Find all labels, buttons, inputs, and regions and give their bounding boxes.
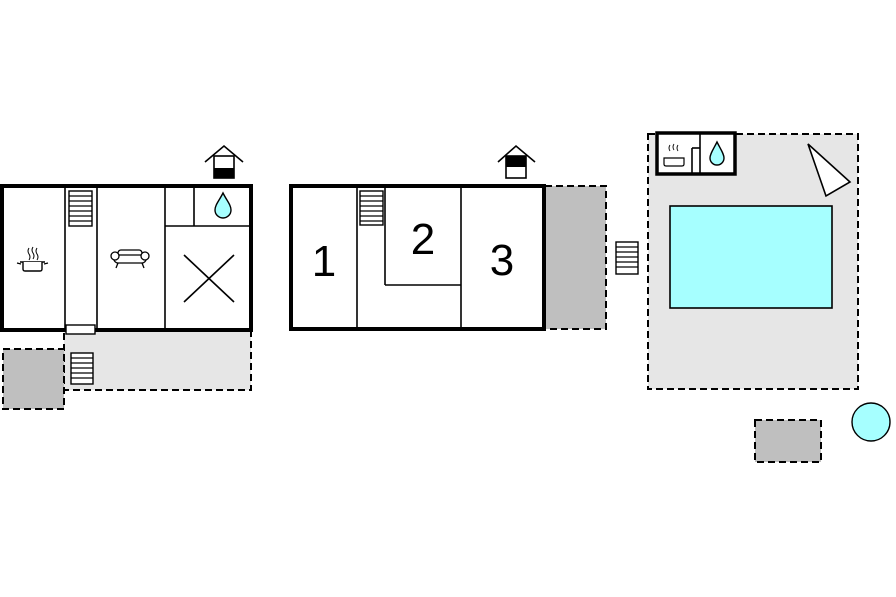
pool-icon [669, 205, 833, 309]
left-house-outline [0, 184, 253, 332]
middle-balcony [544, 185, 607, 330]
middle-building: 1 2 3 [289, 144, 639, 331]
left-building [0, 144, 253, 410]
water-drop-icon [214, 191, 232, 219]
left-parking-area [2, 348, 65, 410]
outdoor-stairs-icon [615, 241, 639, 275]
kitchen-pot-icon [16, 246, 49, 272]
stairs-icon [68, 190, 93, 227]
house-entrance-icon [497, 144, 536, 179]
door-threshold [65, 324, 96, 335]
water-drop-icon [709, 140, 725, 166]
right-parking-area [754, 419, 822, 463]
sun-lounger-icon [807, 143, 852, 198]
pool-area [647, 131, 859, 390]
hot-tub-icon [851, 402, 891, 442]
middle-house-outline [289, 184, 546, 331]
kitchen-pot-icon [663, 143, 685, 167]
room-1-label: 1 [312, 237, 336, 286]
house-entrance-icon [204, 144, 244, 179]
room-3-label: 3 [490, 236, 514, 285]
sofa-icon [110, 249, 150, 269]
void-cross-icon [183, 254, 235, 303]
outdoor-stairs-icon [70, 352, 94, 385]
room-2-label: 2 [411, 215, 435, 264]
stairs-icon [359, 190, 384, 226]
